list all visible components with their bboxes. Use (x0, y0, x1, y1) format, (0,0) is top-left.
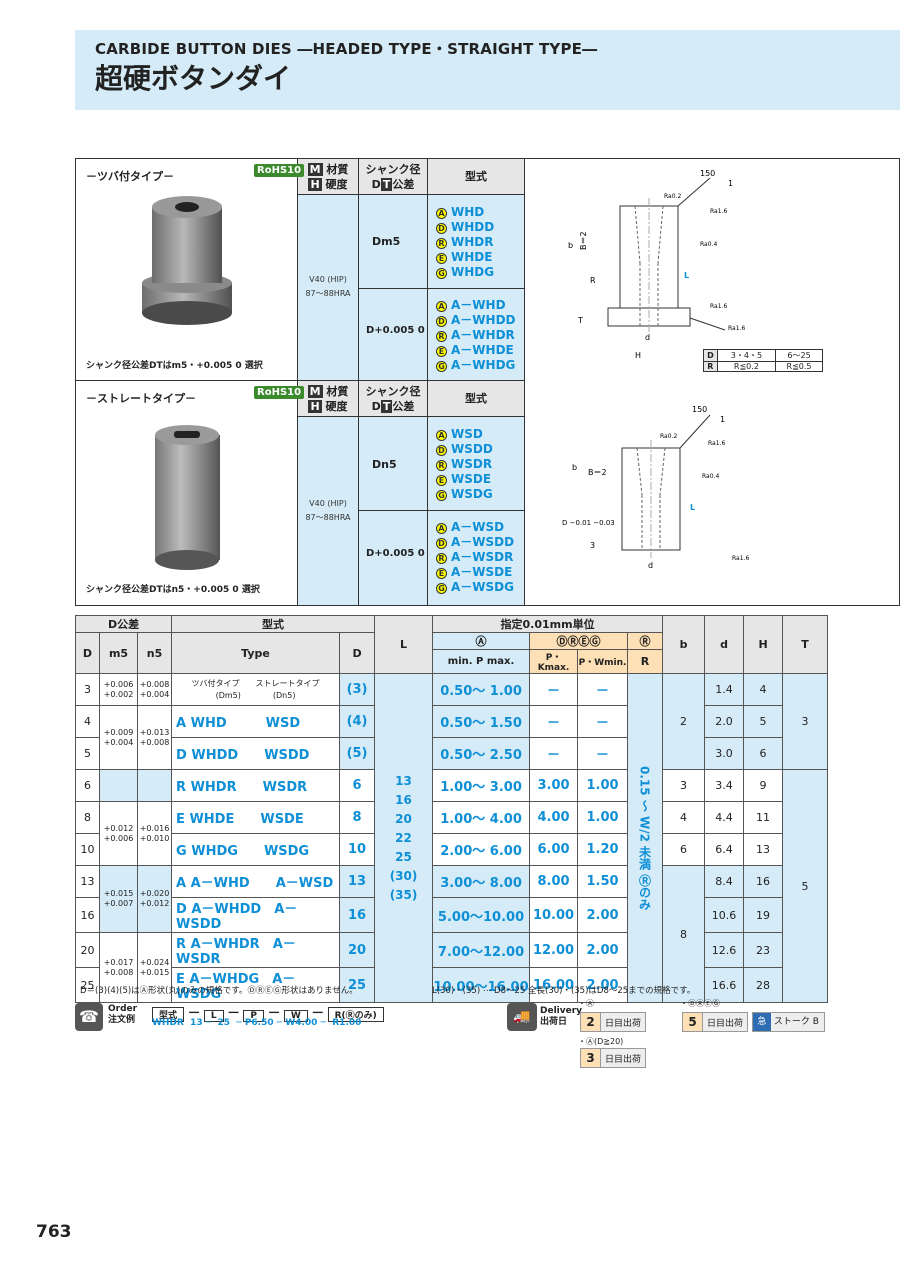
title-en: CARBIDE BUTTON DIES ―HEADED TYPE・STRAIGH… (95, 40, 598, 58)
svg-text:Ra0.4: Ra0.4 (700, 241, 717, 248)
straight-title: －ストレートタイプ－ (86, 392, 196, 405)
delivery-icon: 🚚 (507, 1003, 537, 1031)
model-header-2: 型式 (428, 381, 524, 416)
svg-text:Ra0.2: Ra0.2 (664, 193, 681, 200)
material-header: M 材質 H 硬度 (298, 159, 358, 194)
svg-text:B＝2: B＝2 (588, 468, 607, 477)
model-header: 型式 (428, 159, 524, 194)
delivery-a-label: ・Ⓐ (578, 999, 594, 1008)
svg-text:L: L (684, 271, 689, 280)
material-value: V40 (HIP)87～88HRA (305, 275, 351, 298)
rohs-badge-2: RoHS10 (254, 386, 305, 399)
svg-text:L: L (690, 503, 695, 512)
rohs-badge: RoHS10 (254, 164, 305, 177)
svg-text:Ra1.6: Ra1.6 (708, 440, 725, 447)
order-icon: ☎ (75, 1003, 103, 1031)
svg-text:d: d (645, 333, 650, 342)
shank-n5: Dn5 (372, 458, 397, 471)
shank-tol-headed: D+0.005 0 (366, 325, 425, 336)
svg-text:H: H (635, 351, 641, 360)
title-banner: CARBIDE BUTTON DIES ―HEADED TYPE・STRAIGH… (75, 30, 900, 110)
stroke-badge: 急 ストーク B (752, 1012, 825, 1032)
shank-tol-straight: D+0.005 0 (366, 548, 425, 559)
straight-product-image (155, 425, 220, 570)
order-example: WHDR 13 ─ 25 ─ P6.50 ─ W4.00 ─ R1.00 (152, 1018, 362, 1028)
svg-text:Ra1.6: Ra1.6 (728, 325, 745, 332)
spec-table: D公差 型式 L 指定0.01mm単位 b d H T D m5 n5 Type… (74, 615, 829, 1003)
delivery-a20-label: ・Ⓐ(D≧20) (578, 1037, 624, 1046)
material-header-2: M 材質 H 硬度 (298, 381, 358, 416)
svg-text:Ra1.6: Ra1.6 (710, 208, 727, 215)
headed-title: －ツバ付タイプ－ (86, 170, 174, 183)
delivery-dreg-label: ・ⒹⓇⒺⒼ (680, 999, 720, 1008)
straight-note: シャンク径公差DTはn5・+0.005 0 選択 (86, 585, 260, 595)
straight-drawing: 150 1 b B＝2 D −0.01 −0.03 3 d L Ra0.2 Ra… (562, 405, 749, 570)
headed-drawing: 150 1 b B＝2 R T d H L Ra0.2 Ra1.6 Ra0.4 … (568, 169, 745, 360)
svg-text:1: 1 (720, 415, 725, 424)
headed-note: シャンク径公差DTはm5・+0.005 0 選択 (86, 361, 263, 371)
headed-product-image (142, 196, 232, 325)
svg-text:D −0.01 −0.03: D −0.01 −0.03 (562, 519, 615, 527)
title-jp: 超硬ボタンダイ (95, 62, 292, 95)
svg-text:150: 150 (692, 405, 707, 414)
note-left: D＝(3)(4)(5)はⒶ形状(丸)のみの規格です。ⒹⓇⒺⒼ形状はありません。 (80, 986, 358, 996)
svg-text:R: R (590, 276, 596, 285)
material-value-2: V40 (HIP)87～88HRA (305, 499, 351, 522)
svg-text:B＝2: B＝2 (579, 231, 588, 250)
shank-m5: Dm5 (372, 235, 401, 248)
svg-text:T: T (577, 316, 583, 325)
svg-text:Ra0.2: Ra0.2 (660, 433, 677, 440)
svg-text:1: 1 (728, 179, 733, 188)
svg-text:3: 3 (590, 541, 595, 550)
svg-text:b: b (568, 241, 573, 250)
svg-text:b: b (572, 463, 577, 472)
svg-text:Ra1.6: Ra1.6 (710, 303, 727, 310)
svg-text:150: 150 (700, 169, 715, 178)
note-right: L(30)・(35) ⋯ D8～25 全長(30)・(35)はD8～25までの規… (432, 986, 696, 996)
page-number: 763 (36, 1222, 72, 1242)
svg-text:d: d (648, 561, 653, 570)
order-format: 型式 ─ L ─ P ─ W ─ R(Ⓡのみ) (152, 1003, 384, 1022)
svg-text:Ra1.6: Ra1.6 (732, 555, 749, 562)
svg-text:Ra0.4: Ra0.4 (702, 473, 719, 480)
